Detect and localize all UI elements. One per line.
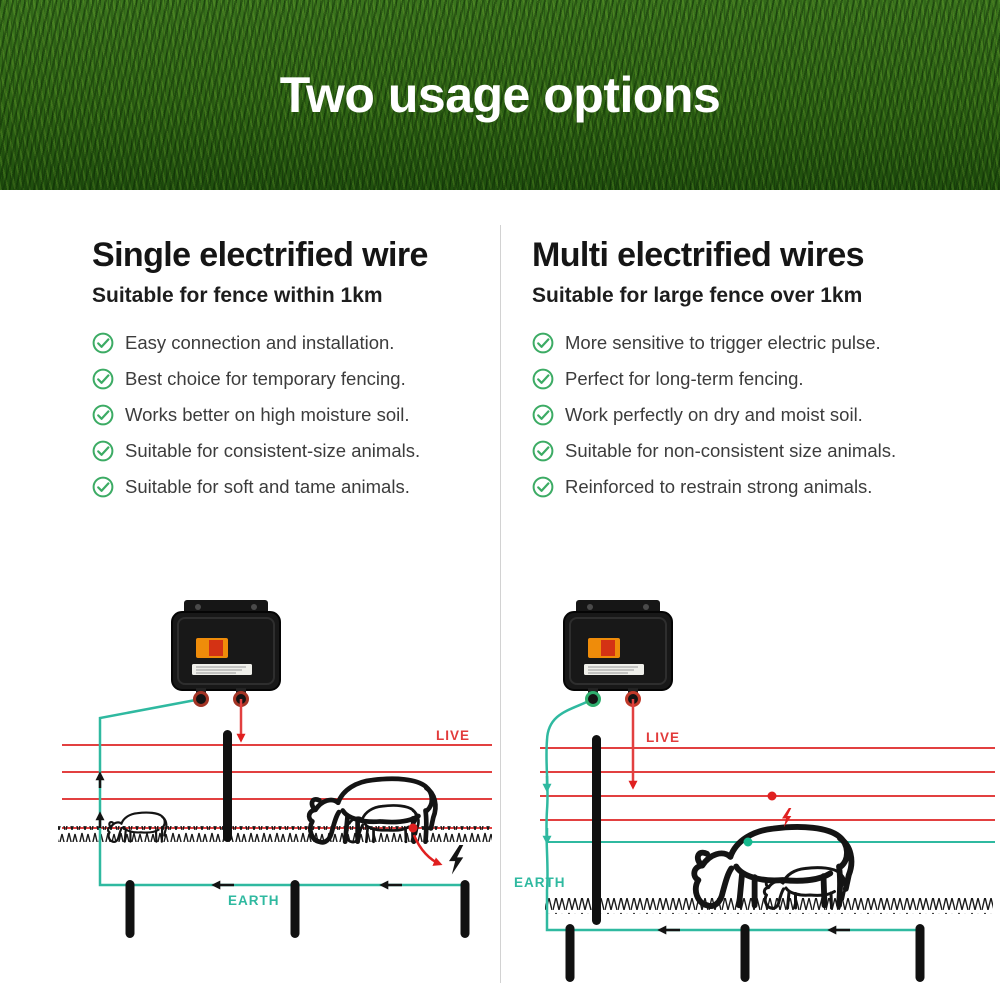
multi-wire-heading: Multi electrified wires — [532, 236, 865, 274]
feature-text: Suitable for soft and tame animals. — [125, 476, 410, 497]
fence-post — [592, 735, 601, 925]
column-multi-wire: Multi electrified wires Suitable for lar… — [500, 190, 1000, 1000]
feature-text: Suitable for non-consistent size animals… — [565, 440, 897, 461]
single-wire-heading: Single electrified wire — [92, 236, 428, 274]
list-item: Suitable for consistent-size animals. — [92, 440, 476, 462]
feature-text: Reinforced to restrain strong animals. — [565, 476, 873, 497]
check-circle-icon — [92, 368, 114, 390]
single-wire-text: Single electrified wire Suitable for fen… — [0, 190, 500, 498]
check-circle-icon — [532, 476, 554, 498]
list-item: Best choice for temporary fencing. — [92, 368, 476, 390]
live-label: LIVE — [436, 728, 470, 743]
list-item: Easy connection and installation. — [92, 332, 476, 354]
earth-label: EARTH — [228, 893, 280, 908]
earth-label: EARTH — [514, 875, 566, 890]
multi-wire-text: Multi electrified wires Suitable for lar… — [500, 190, 1000, 498]
fence-post — [223, 730, 232, 842]
feature-text: Perfect for long-term fencing. — [565, 368, 804, 389]
grass-banner: Two usage options — [0, 0, 1000, 190]
check-circle-icon — [532, 368, 554, 390]
column-single-wire: Single electrified wire Suitable for fen… — [0, 190, 500, 1000]
multi-wire-feature-list: More sensitive to trigger electric pulse… — [532, 332, 976, 498]
list-item: Work perfectly on dry and moist soil. — [532, 404, 976, 426]
feature-text: Suitable for consistent-size animals. — [125, 440, 421, 461]
check-circle-icon — [92, 404, 114, 426]
list-item: Suitable for soft and tame animals. — [92, 476, 476, 498]
shock-point-live — [767, 791, 777, 801]
energizer — [563, 599, 673, 707]
live-label: LIVE — [646, 730, 680, 745]
current-arrows — [95, 771, 402, 890]
lightning-icon — [449, 845, 464, 875]
check-circle-icon — [532, 404, 554, 426]
feature-text: Best choice for temporary fencing. — [125, 368, 406, 389]
feature-text: Easy connection and installation. — [125, 332, 395, 353]
ground-rods — [565, 924, 925, 982]
list-item: Reinforced to restrain strong animals. — [532, 476, 976, 498]
list-item: More sensitive to trigger electric pulse… — [532, 332, 976, 354]
current-arrows — [542, 776, 850, 935]
earth-wire — [545, 697, 920, 932]
list-item: Works better on high moisture soil. — [92, 404, 476, 426]
check-circle-icon — [92, 476, 114, 498]
feature-text: Works better on high moisture soil. — [125, 404, 410, 425]
page-title: Two usage options — [279, 67, 721, 123]
single-wire-feature-list: Easy connection and installation. Best c… — [92, 332, 476, 498]
list-item: Perfect for long-term fencing. — [532, 368, 976, 390]
single-wire-diagram: LIVE EARTH — [58, 599, 492, 938]
feature-text: More sensitive to trigger electric pulse… — [565, 332, 881, 353]
check-circle-icon — [532, 440, 554, 462]
single-wire-subheading: Suitable for fence within 1km — [92, 284, 383, 307]
check-circle-icon — [92, 332, 114, 354]
multi-wire-subheading: Suitable for large fence over 1km — [532, 284, 863, 307]
shock-point — [408, 823, 418, 833]
feature-text: Work perfectly on dry and moist soil. — [565, 404, 863, 425]
check-circle-icon — [92, 440, 114, 462]
column-divider — [500, 225, 501, 983]
ground-rods — [125, 880, 470, 938]
content-area: Single electrified wire Suitable for fen… — [0, 190, 1000, 1000]
multi-wire-diagram: LIVE EARTH — [514, 599, 995, 982]
check-circle-icon — [532, 332, 554, 354]
list-item: Suitable for non-consistent size animals… — [532, 440, 976, 462]
live-wires — [540, 747, 995, 821]
energizer — [171, 599, 281, 707]
earth-wire — [98, 697, 465, 887]
shock-arrow — [412, 834, 443, 866]
shock-point-earth — [743, 837, 753, 847]
